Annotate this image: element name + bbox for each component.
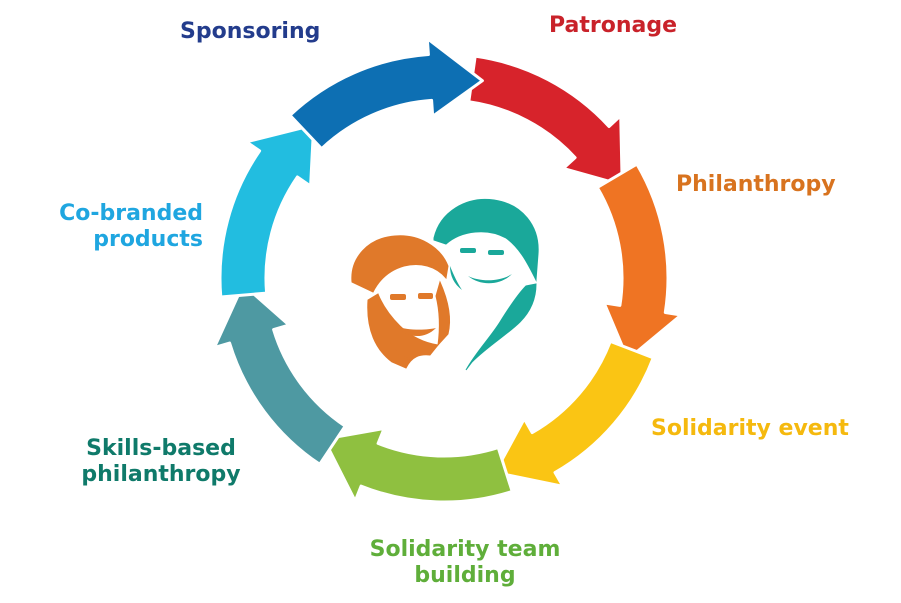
- label-skills-based-philanthropy: Skills-based philanthropy: [74, 436, 248, 488]
- label-philanthropy: Philanthropy: [676, 172, 836, 198]
- label-patronage: Patronage: [549, 13, 677, 39]
- label-line: products: [93, 227, 203, 252]
- cycle-arrow-solidarity-event: [493, 339, 655, 488]
- cycle-arrow-solidarity-team-building: [322, 427, 514, 504]
- label-line: philanthropy: [81, 462, 241, 487]
- cycle-arrow-patronage: [467, 54, 624, 187]
- label-line: Co-branded: [59, 201, 203, 226]
- label-line: Solidarity team: [369, 537, 561, 562]
- label-line: Philanthropy: [676, 172, 836, 197]
- label-line: building: [414, 563, 516, 588]
- label-solidarity-event: Solidarity event: [651, 416, 849, 442]
- cycle-arrow-sponsoring: [288, 37, 484, 151]
- cycle-arrow-philanthropy: [595, 162, 683, 361]
- label-line: Sponsoring: [180, 19, 321, 44]
- label-sponsoring: Sponsoring: [180, 19, 320, 45]
- label-solidarity-team-building: Solidarity team building: [330, 537, 600, 589]
- label-line: Patronage: [549, 13, 678, 38]
- cycle-arrow-co-branded-products: [218, 123, 316, 299]
- cycle-arrows: [212, 37, 683, 504]
- label-line: Solidarity event: [651, 416, 849, 441]
- label-line: Skills-based: [86, 436, 236, 461]
- label-co-branded-products: Co-branded products: [0, 201, 203, 253]
- children-faces-icon: [351, 198, 539, 371]
